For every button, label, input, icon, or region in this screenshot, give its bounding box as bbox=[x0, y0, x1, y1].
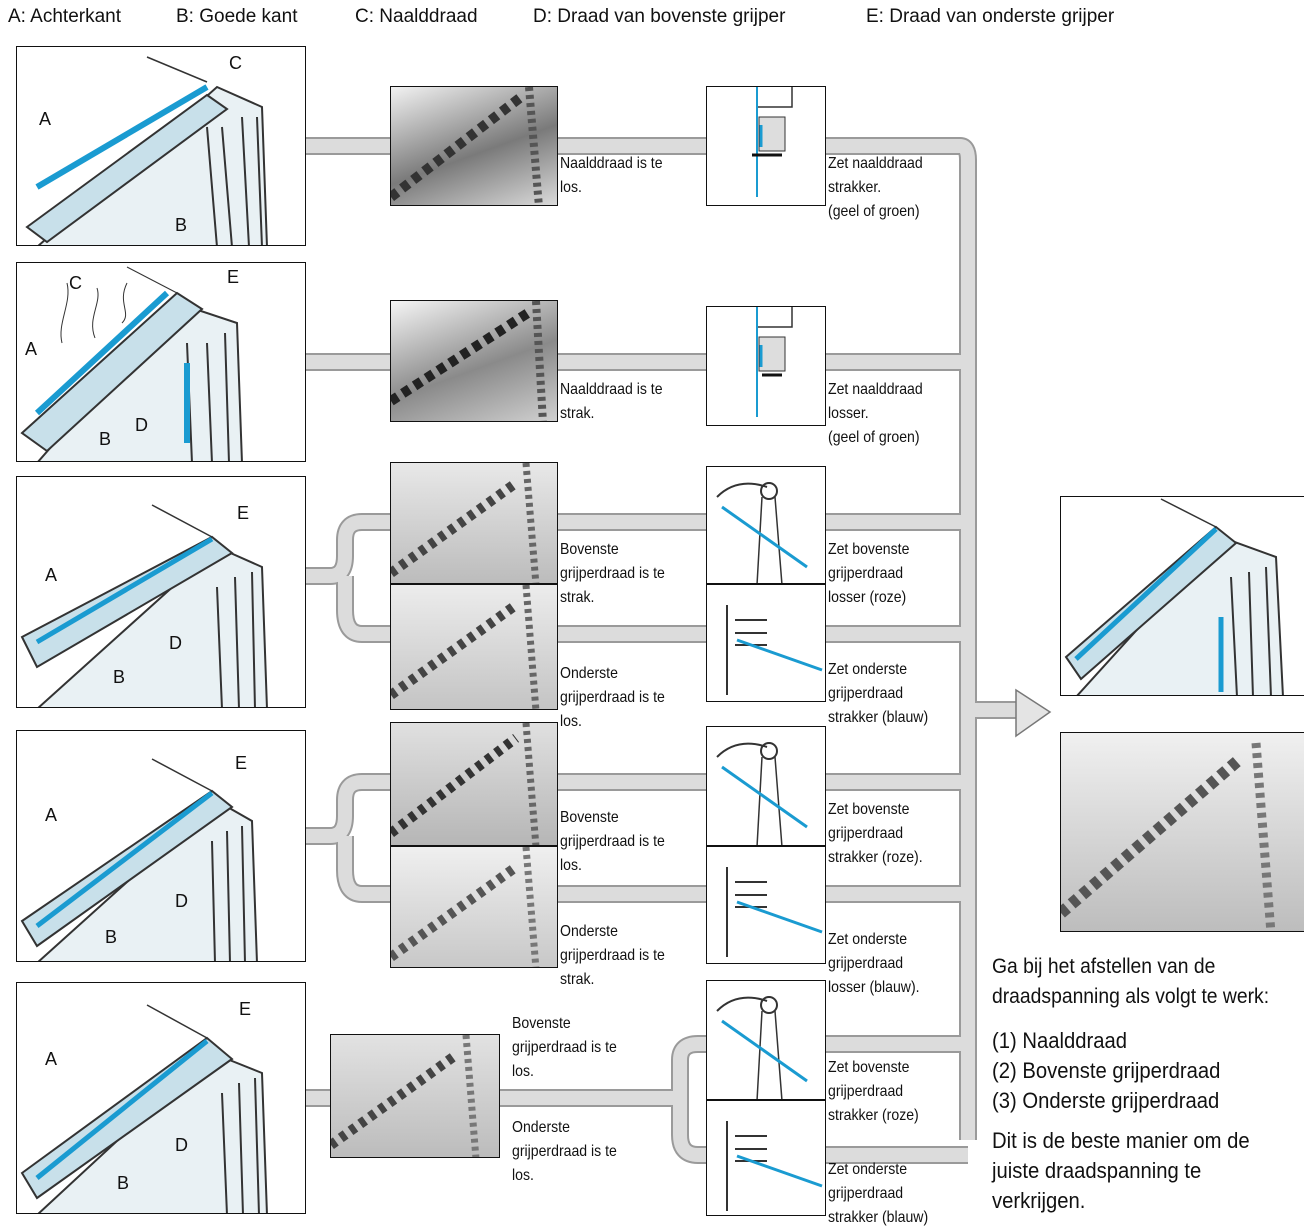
lower-looper-illustration-1 bbox=[706, 584, 826, 702]
stitch-photo-2 bbox=[390, 300, 558, 422]
lower-looper-illustration-2 bbox=[706, 846, 826, 964]
label-b: B bbox=[99, 429, 112, 449]
legend-b: B: Goede kant bbox=[176, 6, 298, 27]
fix-text-8: Zet onderste grijperdraad strakker (blau… bbox=[828, 1161, 929, 1226]
result-stitch-diagram bbox=[1060, 496, 1304, 696]
instructions-intro: Ga bij het afstellen van de draadspannin… bbox=[992, 955, 1270, 1008]
fix-text-1: Zet naalddraad strakker. (geel of groen) bbox=[828, 155, 923, 220]
problem-text-7: Bovenste grijperdraad is te los. bbox=[512, 1015, 617, 1080]
needle-tension-illustration-1 bbox=[706, 86, 826, 206]
fix-text-4: Zet onderste grijperdraad strakker (blau… bbox=[828, 661, 929, 726]
stitch-diagram-2: C E A B D bbox=[16, 262, 306, 462]
problem-text-8: Onderste grijperdraad is te los. bbox=[512, 1119, 617, 1184]
upper-looper-illustration-1 bbox=[706, 466, 826, 584]
legend-d: D: Draad van bovenste grijper bbox=[533, 6, 786, 27]
stitch-diagram-5: A B D E bbox=[16, 982, 306, 1214]
label-e: E bbox=[239, 999, 252, 1019]
instructions-outro: Dit is de beste manier om de juiste draa… bbox=[992, 1128, 1250, 1213]
problem-text-3: Bovenste grijperdraad is te strak. bbox=[560, 541, 665, 606]
label-d: D bbox=[175, 1135, 188, 1155]
label-c: C bbox=[229, 53, 242, 73]
label-e: E bbox=[235, 753, 248, 773]
problem-text-6: Onderste grijperdraad is te strak. bbox=[560, 923, 665, 988]
label-b: B bbox=[117, 1173, 130, 1193]
fix-text-3: Zet bovenste grijperdraad losser (roze) bbox=[828, 541, 910, 606]
label-e: E bbox=[237, 503, 250, 523]
label-d: D bbox=[169, 633, 182, 653]
label-a: A bbox=[45, 1049, 58, 1069]
label-a: A bbox=[39, 109, 52, 129]
arrow-right-icon bbox=[1015, 688, 1052, 738]
label-d: D bbox=[135, 415, 148, 435]
stitch-diagram-4: A B D E bbox=[16, 730, 306, 962]
label-a: A bbox=[25, 339, 38, 359]
stitch-photo-7 bbox=[330, 1034, 500, 1158]
label-e: E bbox=[227, 267, 240, 287]
legend-e: E: Draad van onderste grijper bbox=[866, 6, 1115, 27]
label-b: B bbox=[105, 927, 118, 947]
problem-text-2: Naalddraad is te strak. bbox=[560, 381, 663, 422]
problem-text-1: Naalddraad is te los. bbox=[560, 155, 663, 196]
stitch-photo-3 bbox=[390, 462, 558, 584]
legend: A: Achterkant B: Goede kant C: Naalddraa… bbox=[0, 6, 1304, 32]
legend-a: A: Achterkant bbox=[8, 6, 122, 27]
lower-looper-illustration-3 bbox=[706, 1100, 826, 1216]
problem-text-5: Bovenste grijperdraad is te los. bbox=[560, 809, 665, 874]
upper-looper-illustration-2 bbox=[706, 726, 826, 846]
label-c: C bbox=[69, 273, 82, 293]
stitch-photo-5 bbox=[390, 722, 558, 846]
fix-text-7: Zet bovenste grijperdraad strakker (roze… bbox=[828, 1059, 919, 1124]
label-a: A bbox=[45, 565, 58, 585]
result-stitch-photo bbox=[1060, 732, 1304, 932]
stitch-photo-6 bbox=[390, 846, 558, 968]
stitch-photo-4 bbox=[390, 584, 558, 710]
fix-text-2: Zet naalddraad losser. (geel of groen) bbox=[828, 381, 923, 446]
stitch-photo-1 bbox=[390, 86, 558, 206]
label-a: A bbox=[45, 805, 58, 825]
label-b: B bbox=[175, 215, 188, 235]
needle-tension-illustration-2 bbox=[706, 306, 826, 426]
problem-text-4: Onderste grijperdraad is te los. bbox=[560, 665, 665, 730]
legend-c: C: Naalddraad bbox=[355, 6, 478, 27]
instructions-steps: (1) Naalddraad (2) Bovenste grijperdraad… bbox=[992, 1028, 1221, 1113]
label-d: D bbox=[175, 891, 188, 911]
label-b: B bbox=[113, 667, 126, 687]
upper-looper-illustration-3 bbox=[706, 980, 826, 1100]
fix-text-6: Zet onderste grijperdraad losser (blauw)… bbox=[828, 931, 920, 996]
stitch-diagram-3: A B D E bbox=[16, 476, 306, 708]
fix-text-5: Zet bovenste grijperdraad strakker (roze… bbox=[828, 801, 923, 866]
stitch-diagram-1: A B C bbox=[16, 46, 306, 246]
